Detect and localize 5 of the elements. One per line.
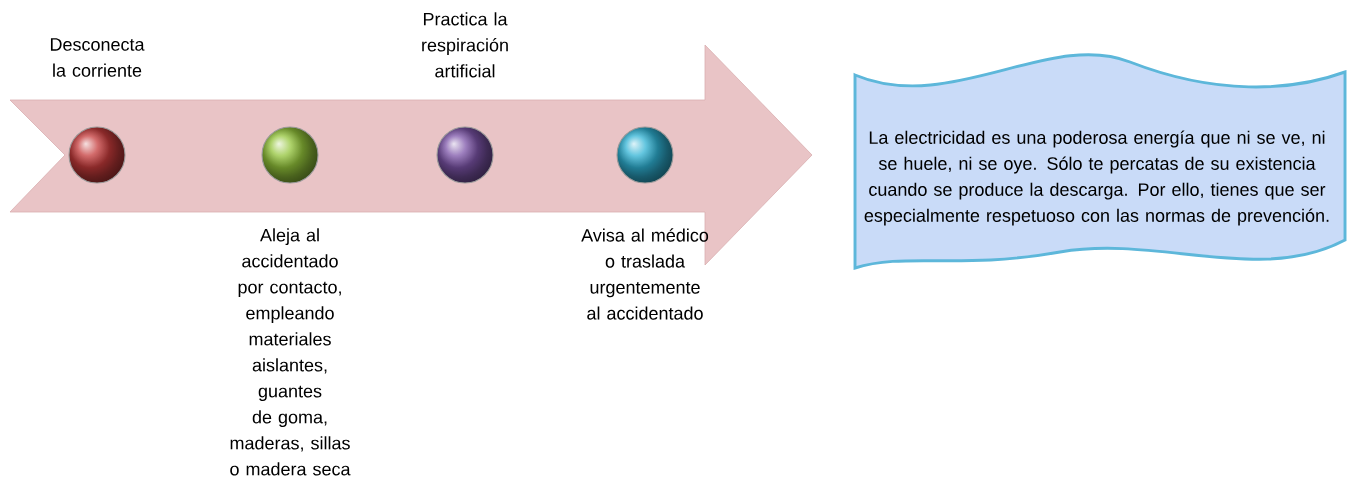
wave-banner: La electricidad es una poderosa energía que ni se ve, ni se huele, ni se oye. Sólo te percatas de su existencia cuando se produce la descarga. Por ello, tienes que ser especialmente respetuoso con las normas de prevención. <box>853 53 1347 270</box>
step-label: Desconecta la corriente <box>50 38 145 77</box>
step-label: Aleja al accidentado por contacto, empleando materiales aislantes, guantes de goma, maderas, sillas o madera seca <box>230 228 351 476</box>
step-label: Avisa al médico o traslada urgentemente al accidentado <box>581 228 709 320</box>
step-label: Practica la respiración artificial <box>422 12 508 78</box>
